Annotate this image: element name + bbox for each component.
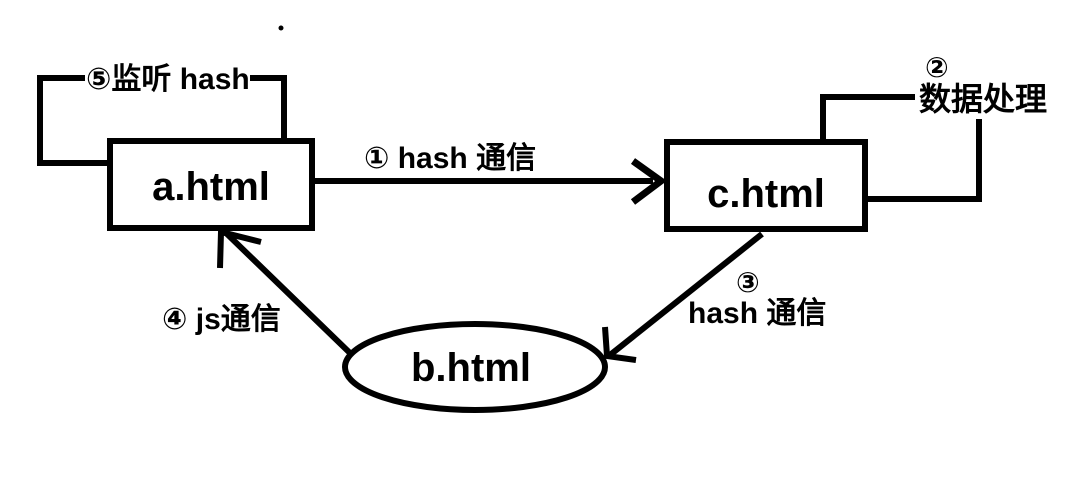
edge-step3-line xyxy=(608,231,764,358)
stray-dot xyxy=(278,25,284,31)
node-a-box xyxy=(107,138,315,231)
edge-step3-label: hash 通信 xyxy=(688,297,826,330)
edge-step4-label: ④ js通信 xyxy=(162,303,281,336)
edge-step5-listen-hash-loop xyxy=(37,75,287,166)
node-b-ellipse xyxy=(342,321,608,413)
node-a-label: a.html xyxy=(152,165,270,209)
edge-step5-label: ⑤监听 hash xyxy=(86,63,250,96)
edge-step3-arrowhead xyxy=(602,326,637,363)
edge-step4-line xyxy=(223,230,354,357)
node-b-label: b.html xyxy=(411,346,531,390)
edge-step4-arrowhead xyxy=(217,228,262,269)
edge-step2-number: ② xyxy=(925,52,949,83)
node-c-box xyxy=(664,139,868,232)
edge-step2-data-process-loop xyxy=(820,94,982,202)
edge-step3-number: ③ xyxy=(736,267,760,298)
edge-step1-arrowhead xyxy=(630,158,667,205)
edge-step1-label: ① hash 通信 xyxy=(364,142,536,175)
node-c-label: c.html xyxy=(707,172,825,216)
edge-step2-label: 数据处理 xyxy=(919,81,1047,117)
